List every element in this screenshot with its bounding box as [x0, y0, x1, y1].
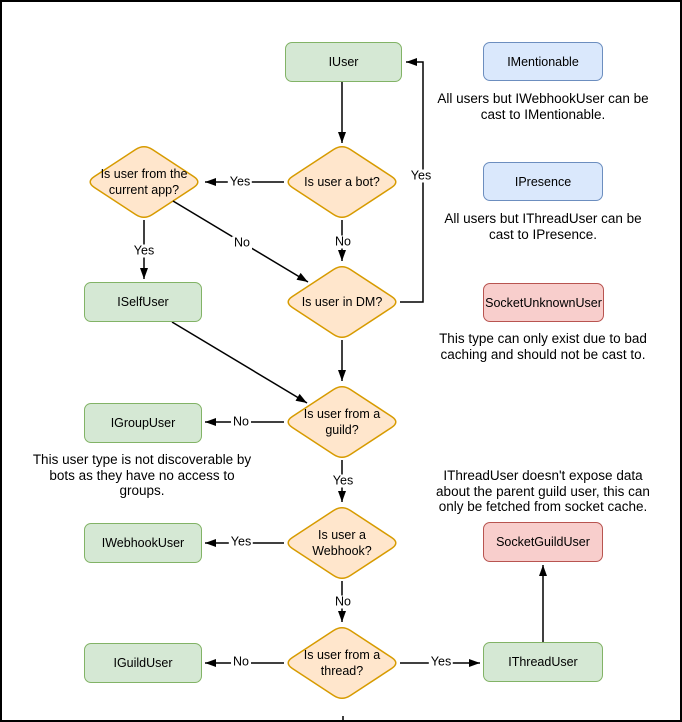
node-iselfuser-label: ISelfUser	[117, 295, 169, 309]
node-iuser: IUser	[285, 42, 402, 82]
decision-is-bot-label: Is user a bot?	[304, 175, 380, 189]
node-ipresence: IPresence	[483, 162, 603, 201]
node-iwebhookuser: IWebhookUser	[84, 523, 202, 563]
edge-label-dm-yes: Yes	[408, 168, 434, 183]
decision-from-thread-label: Is user from a thread?	[303, 648, 381, 678]
decision-from-guild-label: Is user from a guild?	[303, 407, 381, 437]
edge-label-thread-no: No	[231, 654, 251, 669]
node-igroupuser-label: IGroupUser	[110, 416, 176, 430]
node-imentionable-label: IMentionable	[507, 54, 579, 69]
decision-is-webhook-label: Is user a Webhook?	[312, 528, 372, 558]
edge-label-guild-yes: Yes	[330, 473, 356, 488]
edge-label-app-yes: Yes	[131, 243, 157, 258]
decision-from-thread-shape	[287, 627, 397, 699]
node-socketguilduser-label: SocketGuildUser	[496, 535, 590, 549]
note-imentionable: All users but IWebhookUser can be cast t…	[437, 91, 649, 122]
node-iguilduser: IGuildUser	[84, 643, 202, 683]
node-imentionable: IMentionable	[483, 42, 603, 81]
edge-label-thread-yes: Yes	[428, 654, 454, 669]
decision-from-guild-shape	[287, 386, 397, 458]
edge-label-webhook-yes: Yes	[228, 534, 254, 549]
node-socketunknownuser-label: SocketUnknownUser	[485, 295, 602, 310]
decision-in-dm-shape	[287, 266, 397, 338]
node-ithreaduser-label: IThreadUser	[508, 655, 578, 669]
decision-is-webhook-shape	[287, 507, 397, 579]
edge-label-guild-no: No	[231, 414, 251, 429]
edge-iselfuser-to-fromguild	[171, 321, 308, 404]
decision-from-current-app-label: Is user from the current app?	[100, 167, 188, 197]
node-ithreaduser: IThreadUser	[483, 642, 603, 682]
node-iselfuser: ISelfUser	[84, 282, 202, 322]
node-igroupuser: IGroupUser	[84, 403, 202, 443]
node-ipresence-label: IPresence	[514, 174, 572, 189]
edge-label-app-no: No	[232, 235, 252, 250]
decision-from-current-app-shape	[89, 146, 199, 218]
node-iuser-label: IUser	[328, 55, 359, 69]
note-socketunknownuser: This type can only exist due to bad cach…	[439, 331, 647, 362]
edge-label-bot-no: No	[333, 234, 353, 249]
note-igroupuser: This user type is not discoverable by bo…	[32, 452, 252, 498]
decision-is-bot-shape	[287, 146, 397, 218]
note-ithreaduser: IThreadUser doesn't expose data about th…	[436, 468, 650, 514]
note-ipresence: All users but IThreadUser can be cast to…	[444, 211, 642, 242]
node-iwebhookuser-label: IWebhookUser	[101, 536, 185, 550]
edge-label-bot-yes: Yes	[227, 174, 253, 189]
edge-label-webhook-no: No	[333, 594, 353, 609]
decision-in-dm-label: Is user in DM?	[301, 295, 383, 309]
node-iguilduser-label: IGuildUser	[113, 656, 173, 670]
node-socketguilduser: SocketGuildUser	[483, 522, 603, 562]
node-socketunknownuser: SocketUnknownUser	[483, 283, 604, 322]
